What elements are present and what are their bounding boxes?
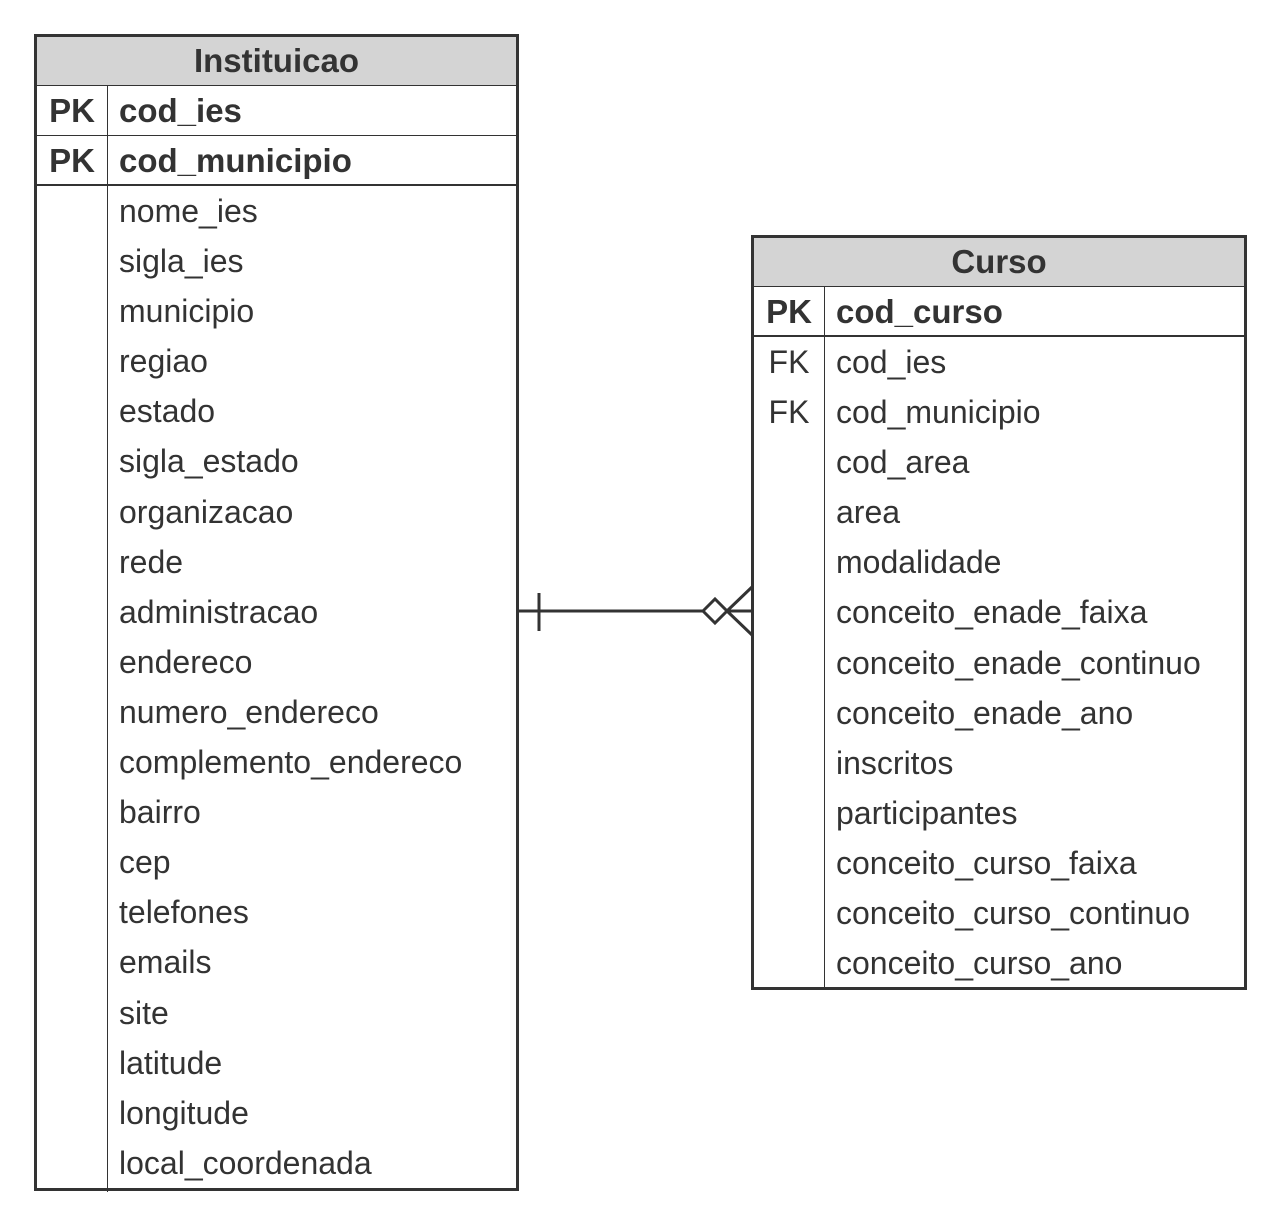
pk-row-cod-ies: PK cod_ies xyxy=(37,86,516,136)
column-divider xyxy=(107,86,108,135)
crowfoot-upper xyxy=(725,585,754,613)
pk-row-cod-municipio: PK cod_municipio xyxy=(37,136,516,186)
attribute-name: emails xyxy=(119,944,212,981)
attribute-name: sigla_ies xyxy=(119,243,244,280)
attribute-row: area xyxy=(754,487,1244,537)
attribute-row: telefones xyxy=(37,887,516,937)
attribute-row: sigla_ies xyxy=(37,236,516,286)
attribute-row: conceito_curso_continuo xyxy=(754,888,1244,938)
column-divider xyxy=(824,287,825,335)
attribute-name: organizacao xyxy=(119,493,294,530)
attribute-name: municipio xyxy=(119,293,255,330)
attribute-row: organizacao xyxy=(37,487,516,537)
attribute-list: nome_ies sigla_ies municipio regiao estado si… xyxy=(37,186,516,1192)
attribute-row: participantes xyxy=(754,788,1244,838)
attribute-name: administracao xyxy=(119,593,319,630)
key-marker: PK xyxy=(766,293,812,330)
attribute-row: longitude xyxy=(37,1088,516,1138)
attribute-name: cod_municipio xyxy=(119,142,352,179)
key-marker: FK xyxy=(768,344,810,380)
attribute-row: cod_area xyxy=(754,437,1244,487)
attribute-name: cep xyxy=(119,844,171,881)
attribute-name: conceito_curso_continuo xyxy=(836,895,1191,932)
attribute-name: modalidade xyxy=(836,544,1002,581)
attribute-row: endereco xyxy=(37,637,516,687)
attribute-row: cep xyxy=(37,837,516,887)
attribute-row: local_coordenada xyxy=(37,1138,516,1188)
column-divider xyxy=(824,337,825,990)
entity-instituicao: Instituicao PK cod_ies PK cod_municipio … xyxy=(34,34,519,1192)
attribute-row: emails xyxy=(37,937,516,987)
attribute-name: conceito_enade_faixa xyxy=(836,594,1148,631)
attribute-name: conceito_enade_ano xyxy=(836,694,1134,731)
attribute-row: conceito_curso_faixa xyxy=(754,838,1244,888)
attribute-name: cod_curso xyxy=(836,293,1003,330)
attribute-row: estado xyxy=(37,386,516,436)
attribute-row: conceito_curso_ano xyxy=(754,938,1244,988)
attribute-name: cod_ies xyxy=(836,344,947,380)
attribute-name: rede xyxy=(119,543,184,580)
attribute-row: numero_endereco xyxy=(37,687,516,737)
attribute-row: latitude xyxy=(37,1038,516,1088)
attribute-name: site xyxy=(119,994,169,1031)
key-marker: PK xyxy=(49,142,95,179)
attribute-row: FK cod_ies xyxy=(754,337,1244,387)
attribute-row: bairro xyxy=(37,787,516,837)
attribute-name: estado xyxy=(119,393,216,430)
attribute-row: conceito_enade_faixa xyxy=(754,587,1244,637)
attribute-name: cod_area xyxy=(836,444,970,481)
attribute-name: participantes xyxy=(836,794,1018,831)
key-marker: FK xyxy=(768,394,810,431)
attribute-name: complemento_endereco xyxy=(119,744,463,781)
attribute-name: conceito_enade_continuo xyxy=(836,644,1201,681)
attribute-row: regiao xyxy=(37,336,516,386)
optional-marker xyxy=(700,596,730,626)
attribute-name: numero_endereco xyxy=(119,693,379,730)
attribute-name: regiao xyxy=(119,343,208,380)
attribute-name: inscritos xyxy=(836,744,954,781)
attribute-name: nome_ies xyxy=(119,193,258,229)
key-marker: PK xyxy=(49,92,95,129)
attribute-row: administracao xyxy=(37,587,516,637)
attribute-row: sigla_estado xyxy=(37,436,516,486)
entity-title: Curso xyxy=(754,238,1244,287)
attribute-row: modalidade xyxy=(754,537,1244,587)
column-divider xyxy=(107,136,108,184)
attribute-row: municipio xyxy=(37,286,516,336)
attribute-name: cod_municipio xyxy=(836,394,1041,431)
attribute-row: site xyxy=(37,988,516,1038)
column-divider xyxy=(107,186,108,1192)
attribute-row: inscritos xyxy=(754,738,1244,788)
crowfoot-lower xyxy=(725,609,754,637)
attribute-name: cod_ies xyxy=(119,92,242,129)
attribute-name: latitude xyxy=(119,1044,223,1081)
attribute-name: telefones xyxy=(119,894,249,931)
attribute-name: sigla_estado xyxy=(119,443,299,480)
attribute-name: bairro xyxy=(119,794,201,831)
attribute-row: FK cod_municipio xyxy=(754,387,1244,437)
attribute-row: complemento_endereco xyxy=(37,737,516,787)
attribute-name: endereco xyxy=(119,643,253,680)
attribute-name: conceito_curso_ano xyxy=(836,945,1123,982)
attribute-row: rede xyxy=(37,537,516,587)
attribute-name: longitude xyxy=(119,1094,249,1131)
attribute-row: nome_ies xyxy=(37,186,516,236)
attribute-name: local_coordenada xyxy=(119,1144,372,1181)
attribute-name: area xyxy=(836,494,901,531)
attribute-row: conceito_enade_ano xyxy=(754,688,1244,738)
attribute-name: conceito_curso_faixa xyxy=(836,844,1137,881)
entity-title: Instituicao xyxy=(37,37,516,86)
pk-row-cod-curso: PK cod_curso xyxy=(754,287,1244,337)
attribute-row: conceito_enade_continuo xyxy=(754,638,1244,688)
